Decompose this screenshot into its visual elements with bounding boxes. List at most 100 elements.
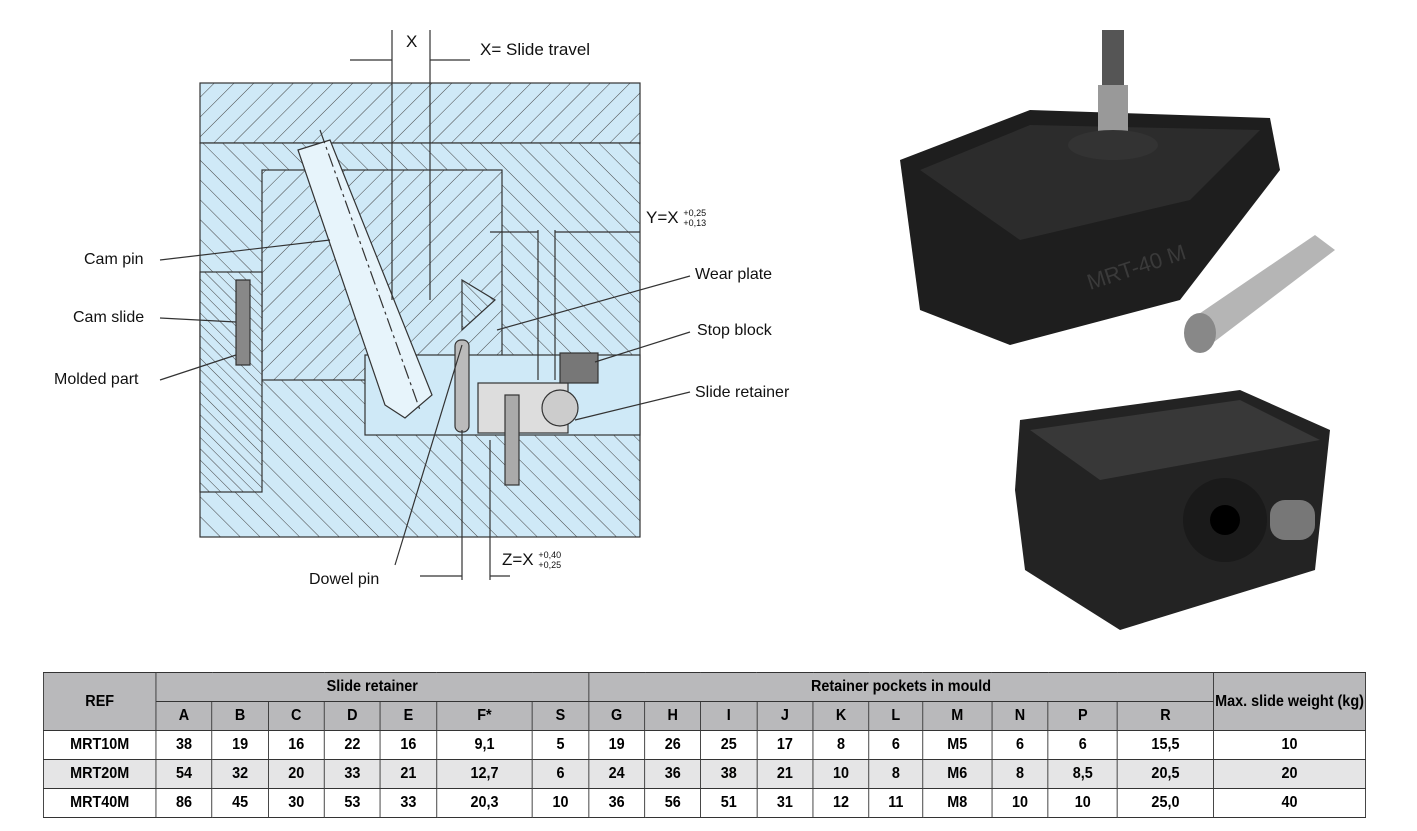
value-cell: 36 (588, 788, 646, 818)
ref-header: REF (43, 672, 157, 731)
value-cell: 33 (323, 759, 381, 789)
column-header: B (211, 701, 269, 731)
value-cell: 38 (155, 730, 213, 760)
value-cell: 30 (267, 788, 325, 818)
value-cell: 32 (211, 759, 269, 789)
column-header: S (531, 701, 589, 731)
label-cam-pin: Cam pin (84, 251, 144, 268)
y-dimension: Y=X +0,25+0,13 (646, 208, 706, 228)
value-cell: 6 (868, 730, 924, 760)
value-cell: 20,3 (436, 788, 533, 818)
value-cell: 9,1 (436, 730, 533, 760)
value-cell: 38 (700, 759, 758, 789)
group-slide-retainer: Slide retainer (155, 672, 589, 702)
value-cell: M6 (922, 759, 993, 789)
value-cell: 6 (991, 730, 1049, 760)
product-photos: MRT-40 M (900, 30, 1335, 630)
value-cell: 21 (379, 759, 437, 789)
cam-slide-diagram (159, 30, 691, 580)
value-cell: 24 (588, 759, 646, 789)
column-header: L (868, 701, 924, 731)
value-cell: 51 (700, 788, 758, 818)
value-cell: 20 (267, 759, 325, 789)
value-cell: 16 (379, 730, 437, 760)
value-cell: 10 (991, 788, 1049, 818)
value-cell: 26 (644, 730, 702, 760)
column-header: N (991, 701, 1049, 731)
column-header: K (812, 701, 870, 731)
column-header: H (644, 701, 702, 731)
column-header: G (588, 701, 646, 731)
column-header: I (700, 701, 758, 731)
column-header: E (379, 701, 437, 731)
value-cell: 15,5 (1116, 730, 1214, 760)
value-cell: 19 (211, 730, 269, 760)
value-cell: 6 (531, 759, 589, 789)
top-plate (199, 82, 641, 144)
value-cell: M5 (922, 730, 993, 760)
value-cell: 8 (868, 759, 924, 789)
max-weight-cell: 40 (1212, 788, 1366, 818)
value-cell: 45 (211, 788, 269, 818)
specifications-table: REF Slide retainer Retainer pockets in m… (43, 672, 1366, 818)
value-cell: 17 (756, 730, 814, 760)
value-cell: 6 (1047, 730, 1118, 760)
group-retainer-pockets: Retainer pockets in mould (588, 672, 1214, 702)
value-cell: 8 (812, 730, 870, 760)
x-symbol: X (406, 32, 418, 51)
value-cell: 12 (812, 788, 870, 818)
value-cell: 11 (868, 788, 924, 818)
z-tol-lower: +0,25 (538, 560, 562, 570)
label-cam-slide: Cam slide (73, 309, 145, 326)
y-main: Y=X (646, 208, 679, 227)
value-cell: 36 (644, 759, 702, 789)
value-cell: 25,0 (1116, 788, 1214, 818)
value-cell: 8,5 (1047, 759, 1118, 789)
value-cell: 10 (812, 759, 870, 789)
column-header: A (155, 701, 213, 731)
value-cell: 33 (379, 788, 437, 818)
max-weight-header: Max. slide weight (kg) (1212, 672, 1366, 731)
ref-cell: MRT10M (43, 730, 157, 760)
value-cell: 10 (531, 788, 589, 818)
z-tol-upper: +0,40 (538, 550, 562, 560)
column-header: M (922, 701, 993, 731)
ref-cell: MRT20M (43, 759, 157, 789)
value-cell: 31 (756, 788, 814, 818)
x-legend: X= Slide travel (480, 40, 591, 59)
max-weight-cell: 10 (1212, 730, 1366, 760)
slide-retainer-photo-top: MRT-40 M (900, 30, 1335, 353)
value-cell: 16 (267, 730, 325, 760)
slide-retainer-photo-bottom (1015, 390, 1330, 630)
z-main: Z=X (502, 550, 534, 569)
max-weight-cell: 20 (1212, 759, 1366, 789)
value-cell: 21 (756, 759, 814, 789)
label-wear-plate: Wear plate (695, 266, 773, 283)
y-tol-lower: +0,13 (683, 218, 707, 228)
value-cell: 22 (323, 730, 381, 760)
value-cell: 19 (588, 730, 646, 760)
y-tol-upper: +0,25 (683, 208, 707, 218)
ref-cell: MRT40M (43, 788, 157, 818)
label-molded-part: Molded part (54, 371, 139, 388)
value-cell: 86 (155, 788, 213, 818)
value-cell: 54 (155, 759, 213, 789)
value-cell: M8 (922, 788, 993, 818)
value-cell: 12,7 (436, 759, 533, 789)
column-header: C (267, 701, 325, 731)
label-dowel-pin: Dowel pin (309, 571, 380, 588)
dowel-pin (454, 339, 470, 433)
stop-block (559, 352, 599, 384)
value-cell: 56 (644, 788, 702, 818)
column-header: P (1047, 701, 1118, 731)
column-header: F* (436, 701, 533, 731)
value-cell: 8 (991, 759, 1049, 789)
value-cell: 10 (1047, 788, 1118, 818)
value-cell: 5 (531, 730, 589, 760)
label-slide-retainer: Slide retainer (695, 384, 790, 401)
column-header: J (756, 701, 814, 731)
molded-part (235, 279, 251, 366)
label-stop-block: Stop block (697, 322, 772, 339)
